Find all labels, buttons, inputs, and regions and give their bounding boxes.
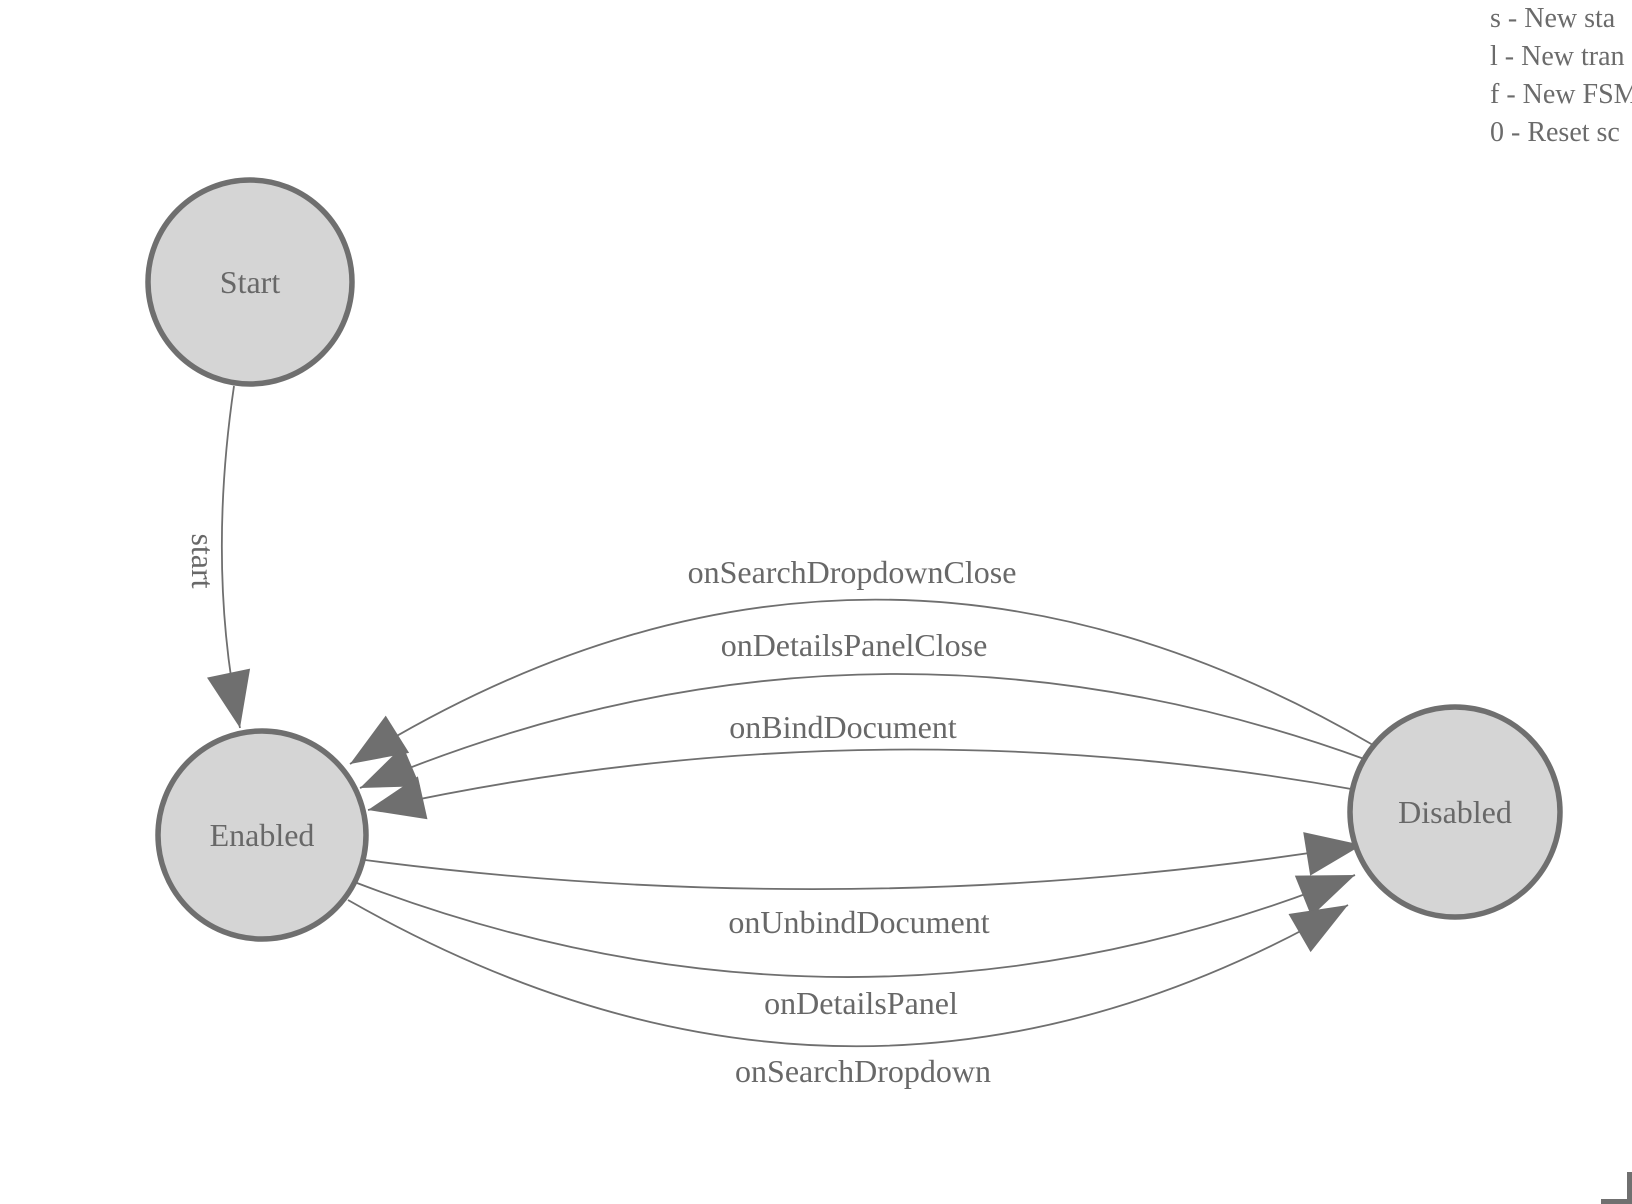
- transition-label-on-unbind-document[interactable]: onUnbindDocument: [728, 904, 989, 940]
- edge-start[interactable]: [207, 385, 251, 729]
- edge-on-search-dropdown[interactable]: [347, 899, 1349, 1048]
- state-label-enabled: Enabled: [210, 817, 315, 853]
- edge-on-unbind-document[interactable]: [364, 832, 1363, 891]
- canvas-corner-mark-vertical: [1627, 1172, 1632, 1204]
- edge-on-details-panel[interactable]: [356, 874, 1356, 978]
- legend-line-new-transition: l - New tran: [1490, 41, 1625, 72]
- state-node-enabled[interactable]: [155, 728, 369, 942]
- state-node-disabled[interactable]: [1347, 704, 1563, 920]
- legend-line-new-state: s - New sta: [1490, 3, 1616, 34]
- legend-line-new-fsm: f - New FSM: [1490, 79, 1632, 110]
- state-label-start: Start: [220, 264, 281, 300]
- state-label-disabled: Disabled: [1398, 794, 1512, 830]
- state-node-start[interactable]: [145, 177, 355, 387]
- transition-label-on-details-panel-close[interactable]: onDetailsPanelClose: [721, 627, 988, 663]
- edge-on-bind-document[interactable]: [367, 748, 1358, 820]
- canvas-corner-mark-horizontal: [1601, 1199, 1632, 1204]
- transition-label-on-search-dropdown[interactable]: onSearchDropdown: [735, 1053, 991, 1089]
- transition-label-start[interactable]: start: [185, 533, 221, 588]
- transition-label-on-details-panel[interactable]: onDetailsPanel: [764, 985, 958, 1021]
- shortcut-legend: s - New sta l - New tran f - New FSM 0 -…: [1490, 0, 1632, 152]
- legend-line-reset: 0 - Reset sc: [1490, 117, 1620, 148]
- transition-label-on-bind-document[interactable]: onBindDocument: [729, 709, 957, 745]
- edge-on-search-dropdown-close[interactable]: [349, 598, 1374, 765]
- transition-label-on-search-dropdown-close[interactable]: onSearchDropdownClose: [688, 554, 1017, 590]
- edge-on-details-panel-close[interactable]: [359, 673, 1368, 789]
